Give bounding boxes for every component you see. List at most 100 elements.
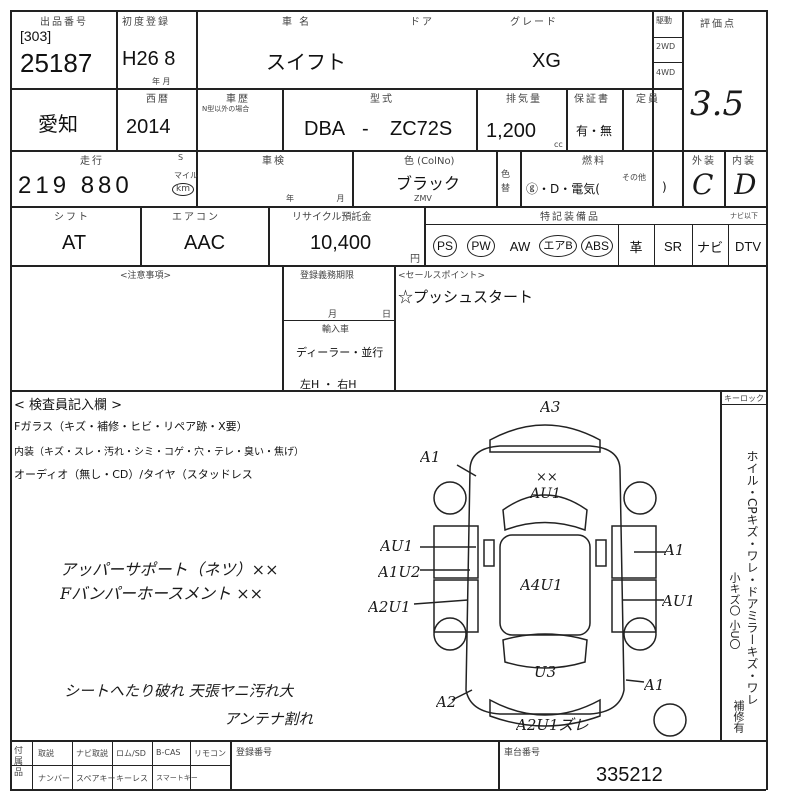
vline-r2-3 bbox=[476, 88, 478, 150]
hline-5 bbox=[10, 390, 766, 392]
first-reg-value: H26 8 bbox=[122, 48, 176, 70]
score: 3.5 bbox=[690, 84, 745, 124]
history-sub: N型以外の場合 bbox=[202, 105, 250, 113]
side-label: ホイル・CPキズ・ワレ・ドアミラーキズ・ワレ bbox=[745, 450, 759, 706]
hline-1 bbox=[10, 88, 682, 90]
option-pw-circle: PW bbox=[467, 235, 495, 257]
wheel-fl bbox=[433, 481, 467, 515]
warranty-value: 有・無 bbox=[576, 124, 613, 138]
color-code: ZMV bbox=[414, 194, 432, 203]
equip-label: 特記装備品 bbox=[540, 212, 600, 223]
color-value: ブラック bbox=[396, 176, 461, 193]
car-name: スイフト bbox=[266, 52, 346, 74]
mark-hood: ×× bbox=[536, 470, 558, 485]
hline-4 bbox=[10, 265, 766, 267]
mark-right-door-rear: AU1 bbox=[662, 592, 696, 610]
mark-left-rocker: A2U1 bbox=[368, 598, 411, 616]
ac-label: エアコン bbox=[172, 212, 220, 223]
first-reg-label: 初度登録 bbox=[122, 17, 170, 28]
option-dtv: DTV bbox=[730, 232, 766, 260]
vline-r4-2 bbox=[268, 206, 270, 265]
wheel-rr bbox=[623, 617, 657, 651]
mileage-value: 219 880 bbox=[18, 172, 133, 199]
vline-r3-3 bbox=[496, 150, 498, 206]
drive-label: 駆動 bbox=[656, 16, 672, 25]
vline-opt-4 bbox=[728, 224, 729, 265]
mark-rear: A2U1ズレ bbox=[516, 716, 589, 734]
chassis-number: 335212 bbox=[596, 764, 663, 786]
vline-r4-3 bbox=[424, 206, 426, 265]
mileage-label: 走行 bbox=[80, 156, 104, 167]
handwritten-note-3: シートへたり破れ 天張ヤニ汚れ大 bbox=[64, 682, 294, 700]
mileage-unit-km: km bbox=[172, 183, 194, 196]
option-navi: ナビ bbox=[694, 232, 726, 260]
fuel-close: ) bbox=[662, 180, 667, 194]
wheel-fr bbox=[623, 481, 657, 515]
hline-side bbox=[720, 404, 766, 405]
deadline-month: 月 bbox=[328, 310, 338, 320]
rear-window-shape bbox=[502, 633, 588, 669]
history-label: 車歴 bbox=[226, 94, 250, 105]
interior-grade: D bbox=[734, 168, 757, 201]
car-name-label: 車 名 bbox=[282, 17, 312, 28]
capacity-label: 定員 bbox=[636, 94, 660, 105]
option-leather: 革 bbox=[620, 232, 652, 260]
left-front-door bbox=[433, 525, 479, 579]
vline-r1-3 bbox=[652, 10, 654, 206]
recycle-unit: 円 bbox=[410, 254, 420, 265]
prefecture: 愛知 bbox=[38, 114, 78, 136]
mark-fl-fender: A1 bbox=[420, 448, 441, 466]
handwritten-note-4: アンテナ割れ bbox=[224, 710, 314, 728]
inspector-title: < 検査員記入欄 > bbox=[14, 398, 123, 413]
displacement: 1,200 bbox=[486, 120, 537, 142]
mileage-km-circle: km bbox=[172, 183, 194, 196]
option-airbag-circle: エアB bbox=[539, 235, 577, 257]
reg-no-label: 登録番号 bbox=[236, 748, 273, 758]
hline-r4-equip bbox=[424, 224, 766, 225]
accessories-label: 付属品 bbox=[14, 746, 24, 778]
vline-r3-2 bbox=[352, 150, 354, 206]
hline-footer bbox=[10, 740, 766, 742]
glass-line: Fガラス（キズ・補修・ヒビ・リペア跡・X要） bbox=[14, 420, 248, 433]
lot-number: 25187 bbox=[20, 48, 93, 78]
fuel-value: ⓖ・D・電気( bbox=[526, 182, 600, 196]
sales-point: ☆プッシュスタート bbox=[398, 289, 534, 306]
option-ps-circle: PS bbox=[432, 235, 457, 257]
vline-r1-4 bbox=[682, 10, 684, 150]
color-label: 色 (ColNo) bbox=[404, 156, 455, 167]
accessory-remote: リモコン bbox=[194, 749, 226, 758]
accessory-manual: 取説 bbox=[38, 749, 54, 758]
lot-code: [303] bbox=[20, 28, 52, 44]
score-label: 評価点 bbox=[700, 19, 736, 30]
option-pw: PW bbox=[464, 232, 498, 260]
exterior-grade: C bbox=[692, 168, 714, 201]
vline-notes-1 bbox=[282, 265, 284, 390]
mark-left-door-rear: A1U2 bbox=[378, 563, 421, 581]
recycle-label: リサイクル預託金 bbox=[292, 212, 372, 223]
mark-rear-right-quarter: A1 bbox=[644, 676, 665, 694]
vline-f-1 bbox=[32, 740, 33, 790]
drive-2wd: 2WD bbox=[656, 42, 676, 51]
left-rear-door bbox=[433, 579, 479, 633]
accessory-spare-key: スペアキー bbox=[76, 774, 116, 783]
import-value: ディーラー・並行 bbox=[296, 346, 384, 359]
vline-r4-1 bbox=[140, 206, 142, 265]
vline-f-5 bbox=[190, 740, 191, 790]
handwritten-note-1: アッパーサポート（ネツ）×× bbox=[60, 560, 279, 579]
spare-wheel bbox=[653, 703, 687, 737]
inspection-label: 車検 bbox=[262, 156, 286, 167]
vline-opt-2 bbox=[654, 224, 655, 265]
side-small: 小キズ〇 小U〇 bbox=[728, 572, 741, 650]
left-mirror bbox=[483, 539, 495, 567]
deadline-day: 日 bbox=[382, 310, 392, 320]
vline-r3-6 bbox=[724, 150, 726, 206]
hline-notes-1 bbox=[282, 320, 394, 321]
mark-front: A3 bbox=[540, 398, 561, 416]
grade-label: グレード bbox=[510, 17, 558, 28]
import-label: 輸入車 bbox=[322, 325, 350, 335]
vline-f-7 bbox=[498, 740, 500, 790]
front-bumper-shape bbox=[489, 424, 601, 453]
rear-bumper-shape bbox=[489, 698, 601, 727]
interior-line: 内装（キズ・スレ・汚れ・シミ・コゲ・穴・テレ・臭い・焦げ） bbox=[14, 447, 304, 458]
